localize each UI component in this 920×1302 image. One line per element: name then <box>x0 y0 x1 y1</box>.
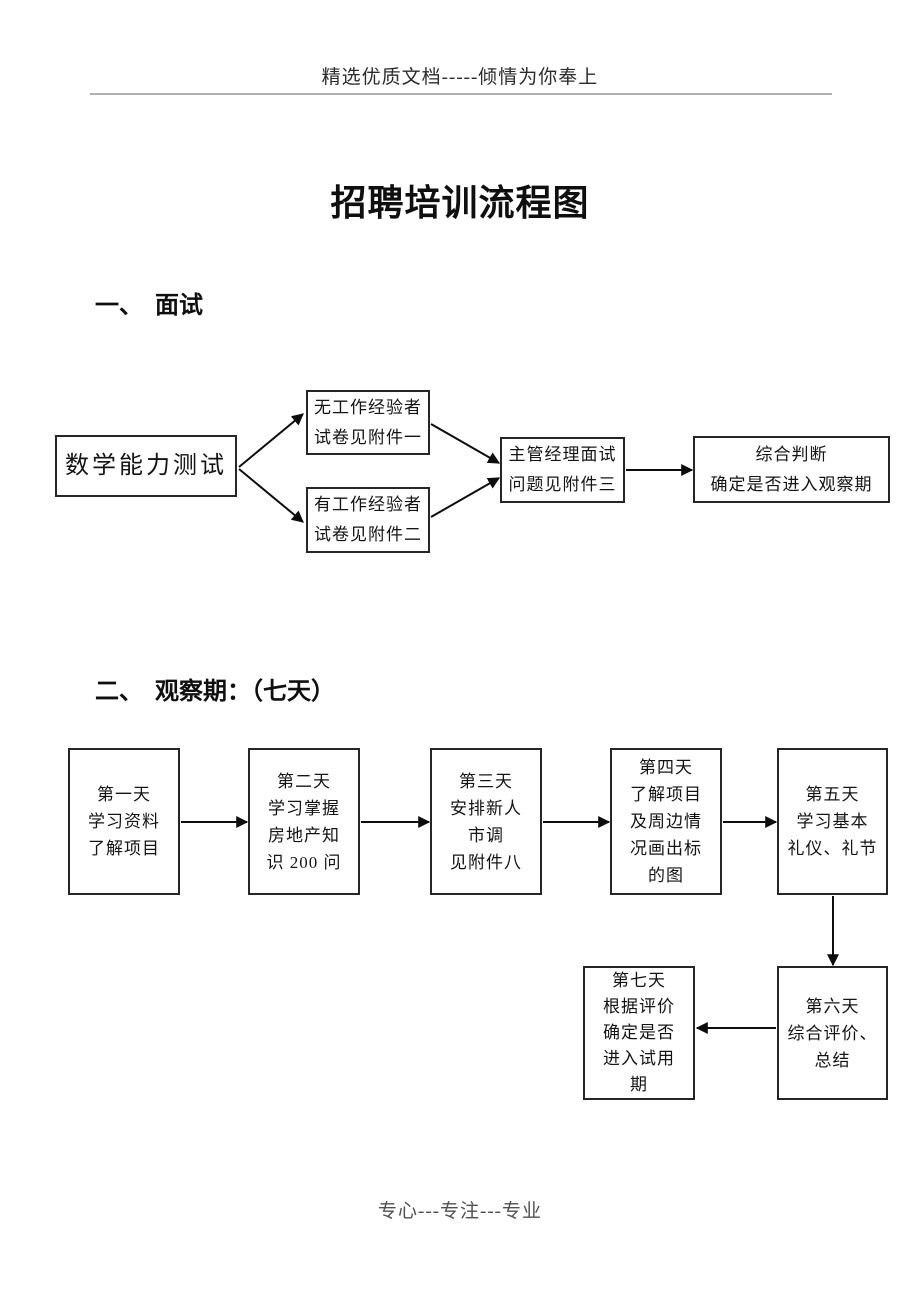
flow-node-day4: 第四天 了解项目 及周边情 况画出标 的图 <box>610 748 722 895</box>
section-heading-observation: 二、 观察期：（七天） <box>95 678 335 705</box>
flow-node-day6: 第六天 综合评价、 总结 <box>777 966 888 1100</box>
page-header-text: 精选优质文档-----倾情为你奉上 <box>321 67 599 88</box>
flow-node-day5: 第五天 学习基本 礼仪、礼节 <box>777 748 888 895</box>
flow-node-judgement: 综合判断 确定是否进入观察期 <box>693 436 890 503</box>
page-footer-text: 专心---专注---专业 <box>378 1201 542 1222</box>
arrow-math-to-noexp <box>238 413 304 468</box>
flow-node-day1: 第一天 学习资料 了解项目 <box>68 748 180 895</box>
flow-node-no-experience: 无工作经验者 试卷见附件一 <box>306 390 430 455</box>
page-title: 招聘培训流程图 <box>330 182 590 223</box>
flow-node-math-test: 数学能力测试 <box>55 435 237 497</box>
flow-node-day3: 第三天 安排新人 市调 见附件八 <box>430 748 542 895</box>
header-divider <box>90 93 832 95</box>
arrow-noexp-to-manager <box>430 423 501 464</box>
section-heading-interview: 一、 面试 <box>95 292 203 319</box>
flow-node-manager-interview: 主管经理面试 问题见附件三 <box>500 437 625 503</box>
arrow-exp-to-manager <box>430 477 501 518</box>
flow-node-day7: 第七天 根据评价 确定是否 进入试用 期 <box>583 966 695 1100</box>
arrow-math-to-exp <box>238 468 304 523</box>
flow-node-day2: 第二天 学习掌握 房地产知 识 200 问 <box>248 748 360 895</box>
flow-node-experienced: 有工作经验者 试卷见附件二 <box>306 487 430 553</box>
